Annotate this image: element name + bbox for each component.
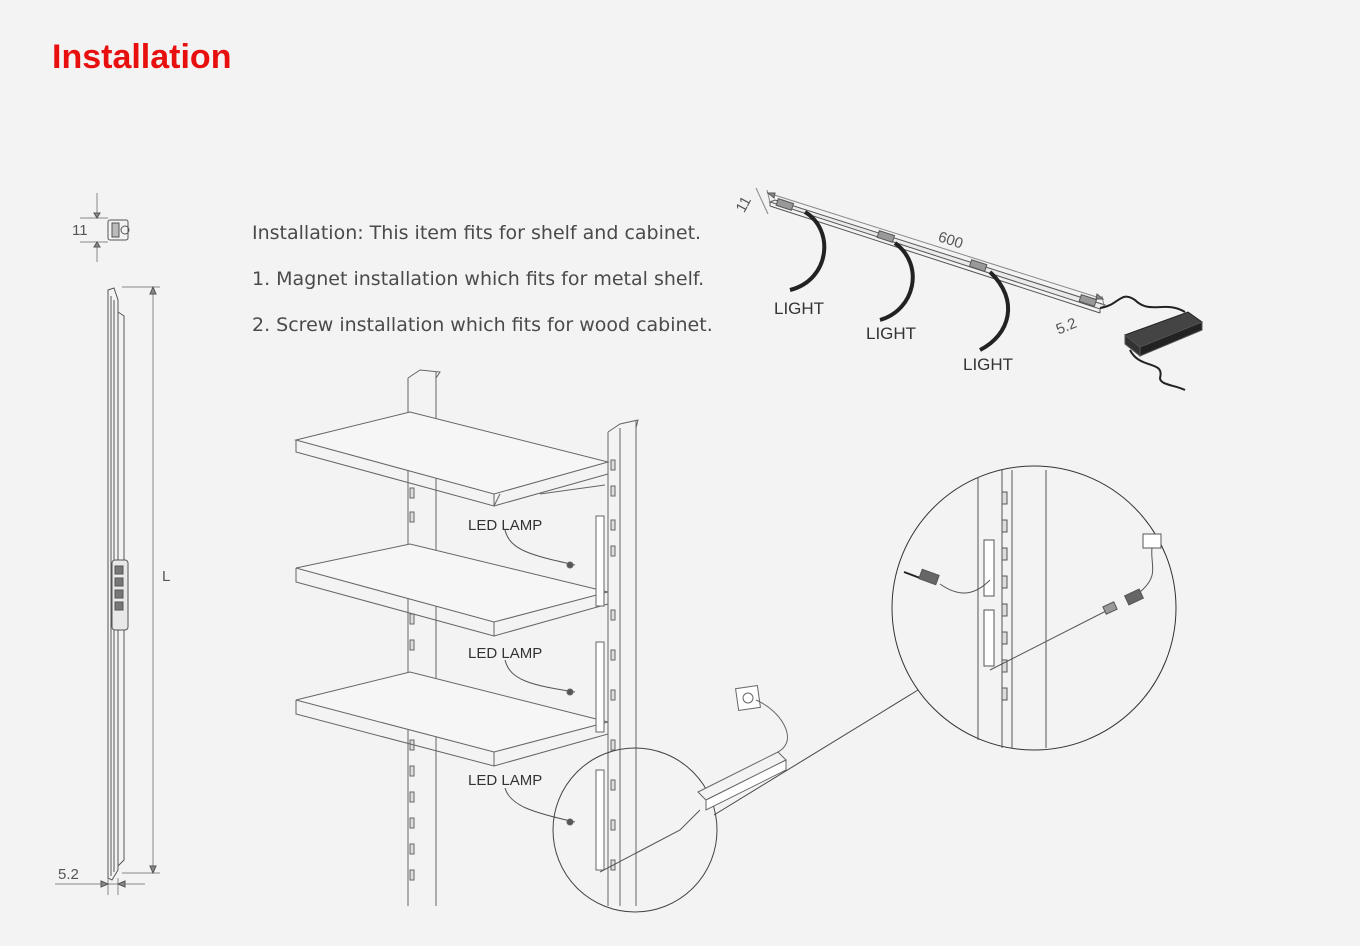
led-lamp-label-2: LED LAMP bbox=[468, 645, 543, 662]
led-lamp-label-1: LED LAMP bbox=[468, 517, 543, 534]
page-title: Installation bbox=[52, 38, 232, 76]
note-screw: 2. Screw installation which fits for woo… bbox=[252, 314, 713, 336]
height-dimension: 11 bbox=[72, 222, 88, 239]
led-lamp-label-3: LED LAMP bbox=[468, 772, 543, 789]
detail-view bbox=[891, 465, 1177, 751]
length-dimension: L bbox=[162, 568, 171, 585]
note-intro: Installation: This item fits for shelf a… bbox=[252, 222, 702, 244]
light-label-3: LIGHT bbox=[963, 355, 1014, 374]
profile-view bbox=[55, 193, 160, 895]
note-magnet: 1. Magnet installation which fits for me… bbox=[252, 268, 705, 290]
light-label-2: LIGHT bbox=[866, 324, 917, 343]
strip-assembly bbox=[755, 187, 1204, 391]
light-label-1: LIGHT bbox=[774, 299, 825, 318]
shelf-rack bbox=[294, 369, 919, 913]
installation-notes: Installation: This item fits for shelf a… bbox=[252, 224, 713, 362]
thickness-dimension: 5.2 bbox=[58, 866, 79, 883]
